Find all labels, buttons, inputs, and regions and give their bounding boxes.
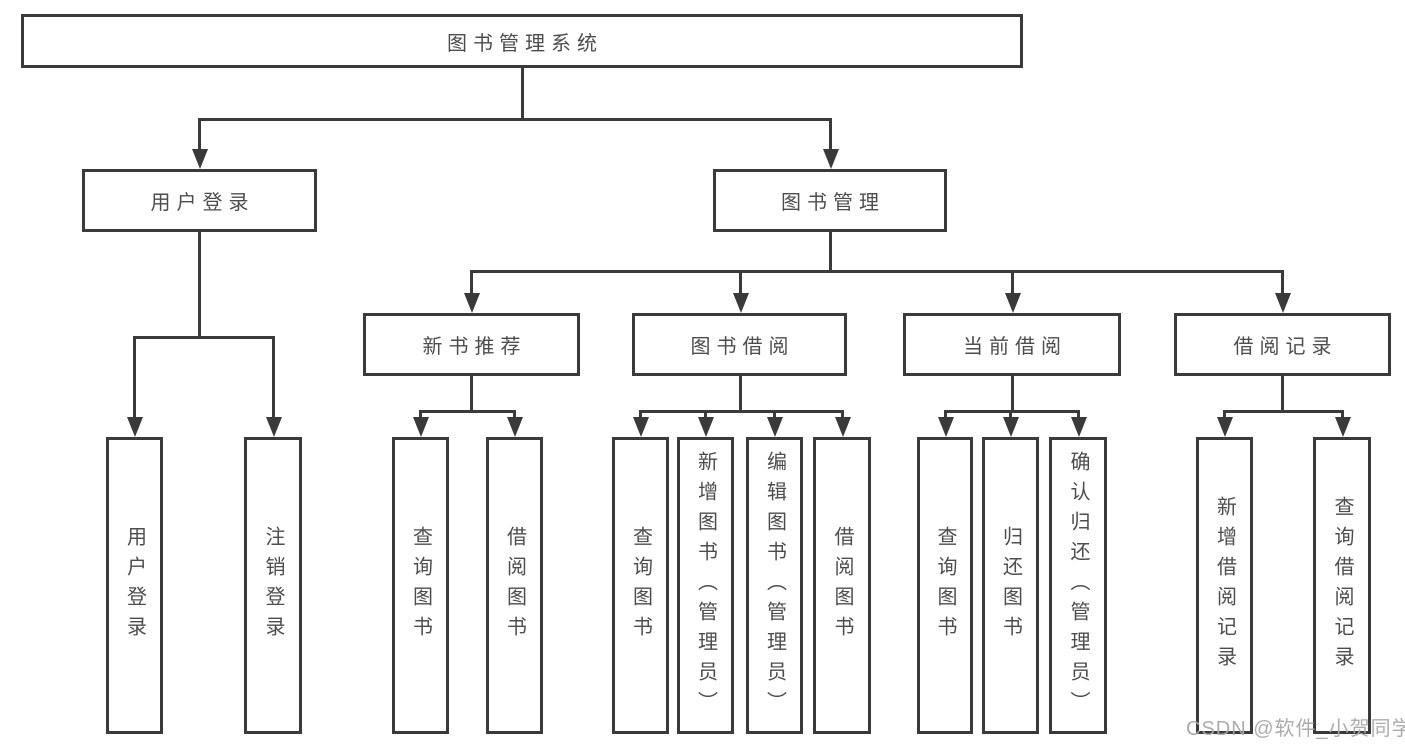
connector-arrow-down <box>506 410 523 437</box>
connector-line <box>639 410 844 413</box>
leaf-label: 查询图书 <box>934 525 956 646</box>
leaf-edit-books-admin: 编辑图书（管理员） <box>746 437 803 734</box>
connector-arrow-down <box>732 270 749 313</box>
leaf-label: 确认归还（管理员） <box>1067 450 1089 721</box>
leaf-label: 新增图书（管理员） <box>694 450 717 721</box>
leaf-label: 查询图书 <box>629 525 652 646</box>
node-label: 当前借阅 <box>963 336 1067 358</box>
node-book-management: 图书管理 <box>713 169 947 232</box>
leaf-borrow-books: 借阅图书 <box>813 437 871 734</box>
leaf-label: 借阅图书 <box>831 525 853 646</box>
node-borrow-records: 借阅记录 <box>1174 313 1391 376</box>
connector-arrow-down <box>937 410 954 437</box>
leaf-query-borrow-record: 查询借阅记录 <box>1313 437 1371 734</box>
leaf-user-login: 用户登录 <box>106 437 163 734</box>
leaf-return-books: 归还图书 <box>982 437 1039 734</box>
leaf-label: 新增借阅记录 <box>1213 495 1236 676</box>
connector-line <box>198 118 832 121</box>
node-current-borrow: 当前借阅 <box>903 313 1121 376</box>
leaf-borrow-books-recommend: 借阅图书 <box>486 437 543 734</box>
connector-line <box>419 410 516 413</box>
connector-line <box>739 376 742 413</box>
connector-line <box>1011 376 1014 413</box>
connector-arrow-down <box>632 410 649 437</box>
connector-arrow-down <box>766 410 783 437</box>
node-library-management-system: 图书管理系统 <box>21 14 1023 68</box>
connector-arrow-down <box>463 270 480 313</box>
connector-line <box>1281 376 1284 413</box>
node-label: 图书借阅 <box>690 336 795 358</box>
connector-arrow-down <box>1002 410 1019 437</box>
connector-arrow-down <box>1216 410 1233 437</box>
node-label: 新书推荐 <box>422 336 527 358</box>
node-new-book-recommend: 新书推荐 <box>363 313 580 376</box>
leaf-confirm-return-admin: 确认归还（管理员） <box>1049 437 1107 734</box>
leaf-logout-login: 注销登录 <box>244 437 302 734</box>
connector-arrow-down <box>126 336 143 437</box>
connector-arrow-down <box>1334 410 1351 437</box>
leaf-label: 归还图书 <box>999 525 1022 646</box>
leaf-query-books-borrow: 查询图书 <box>612 437 669 734</box>
leaf-query-books-current: 查询图书 <box>917 437 973 734</box>
connector-arrow-down <box>822 118 839 169</box>
leaf-query-books-recommend: 查询图书 <box>392 437 449 734</box>
connector-arrow-down <box>834 410 851 437</box>
leaf-label: 查询借阅记录 <box>1331 495 1353 676</box>
connector-line <box>470 376 473 413</box>
connector-line <box>198 232 201 339</box>
connector-line <box>944 410 1080 413</box>
connector-line <box>521 68 524 121</box>
node-label: 用户登录 <box>150 192 255 214</box>
node-label: 图书管理系统 <box>447 32 603 55</box>
connector-arrow-down <box>1004 270 1021 313</box>
connector-arrow-down <box>1274 270 1291 313</box>
connector-arrow-down <box>191 118 208 169</box>
connector-arrow-down <box>265 336 282 437</box>
leaf-add-borrow-record: 新增借阅记录 <box>1196 437 1253 734</box>
connector-arrow-down <box>412 410 429 437</box>
node-user-login: 用户登录 <box>82 169 317 232</box>
connector-arrow-down <box>697 410 714 437</box>
leaf-label: 编辑图书（管理员） <box>763 450 786 721</box>
connector-line <box>470 270 1284 273</box>
leaf-label: 查询图书 <box>409 525 432 646</box>
connector-line <box>829 232 832 273</box>
csdn-watermark: CSDN @软件_小贺同学 <box>1186 718 1405 740</box>
connector-arrow-down <box>1070 410 1087 437</box>
leaf-label: 借阅图书 <box>503 525 526 646</box>
leaf-label: 用户登录 <box>123 525 146 646</box>
node-label: 借阅记录 <box>1233 336 1338 358</box>
leaf-add-books-admin: 新增图书（管理员） <box>677 437 734 734</box>
connector-line <box>133 336 275 339</box>
node-book-borrow: 图书借阅 <box>632 313 847 376</box>
connector-line <box>1223 410 1344 413</box>
leaf-label: 注销登录 <box>262 525 284 646</box>
node-label: 图书管理 <box>781 192 885 214</box>
